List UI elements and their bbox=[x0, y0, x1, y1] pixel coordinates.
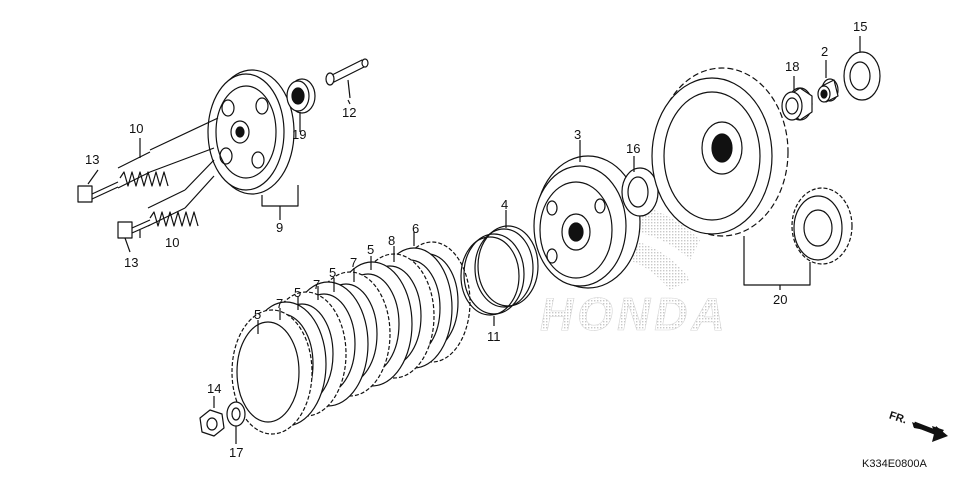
callout-3: 3 bbox=[574, 127, 582, 142]
clutch-center bbox=[533, 155, 641, 289]
callout-7-b: 7 bbox=[313, 277, 321, 292]
bolt-upper bbox=[77, 181, 119, 203]
callout-2: 2 bbox=[821, 44, 829, 59]
callout-6: 6 bbox=[412, 221, 420, 236]
callout-4: 4 bbox=[501, 197, 509, 212]
callout-5-d: 5 bbox=[254, 307, 262, 322]
judder-spring-rings bbox=[460, 225, 539, 316]
callout-13-upper: 13 bbox=[85, 152, 100, 167]
callout-14: 14 bbox=[207, 381, 222, 396]
front-direction-arrow-icon bbox=[912, 421, 948, 442]
watermark-logo: HONDA bbox=[540, 200, 729, 340]
lock-washer bbox=[226, 401, 246, 427]
lock-nut bbox=[199, 409, 225, 437]
primary-driven-gear bbox=[791, 187, 853, 265]
pressure-plate bbox=[207, 69, 295, 195]
callout-11: 11 bbox=[487, 329, 501, 344]
outer-washer bbox=[843, 51, 881, 101]
callout-13-lower: 13 bbox=[124, 255, 139, 270]
callout-18: 18 bbox=[785, 59, 800, 74]
bolt-lower bbox=[117, 219, 151, 239]
callout-5-c: 5 bbox=[294, 285, 302, 300]
bearing bbox=[286, 78, 316, 114]
callout-20: 20 bbox=[773, 292, 788, 307]
callout-7-c: 7 bbox=[276, 296, 284, 311]
callout-8: 8 bbox=[388, 233, 396, 248]
watermark-text: HONDA bbox=[540, 288, 729, 340]
clutch-spring-lower bbox=[147, 189, 199, 227]
callout-5-a: 5 bbox=[367, 242, 375, 257]
callout-16: 16 bbox=[626, 141, 641, 156]
clutch-spring-upper bbox=[117, 151, 169, 189]
callout-19: 19 bbox=[292, 127, 307, 142]
callout-9: 9 bbox=[276, 220, 284, 235]
callout-17: 17 bbox=[229, 445, 244, 460]
callout-15: 15 bbox=[853, 19, 868, 34]
lifter-rod bbox=[325, 58, 369, 99]
clutch-disc-stack bbox=[231, 241, 471, 435]
diagram-code: K334E0800A bbox=[862, 458, 927, 470]
thrust-washer bbox=[621, 167, 659, 217]
clutch-outer-basket bbox=[651, 67, 789, 237]
callout-7-a: 7 bbox=[350, 255, 358, 270]
collar bbox=[817, 78, 839, 103]
callout-12: 12 bbox=[342, 105, 357, 120]
callout-10-upper: 10 bbox=[129, 121, 144, 136]
callout-10-lower: 10 bbox=[165, 235, 180, 250]
needle-bearing bbox=[781, 87, 813, 121]
callout-5-b: 5 bbox=[329, 265, 337, 280]
